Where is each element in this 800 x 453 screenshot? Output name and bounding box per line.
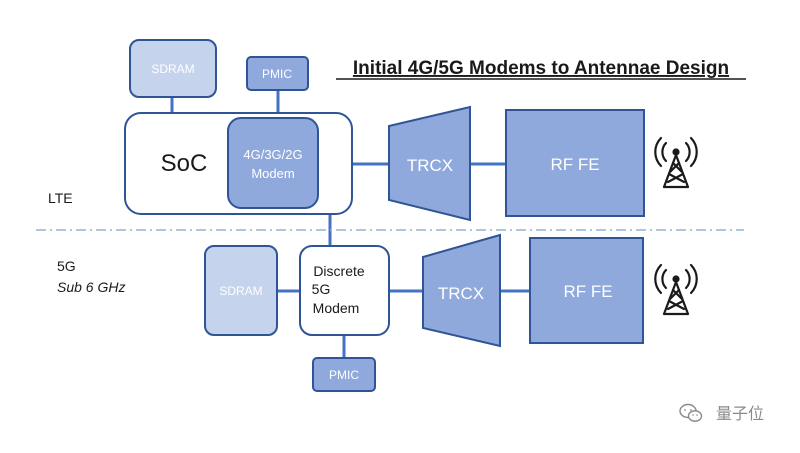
wechat-icon: [679, 403, 703, 422]
antenna-tower-icon: [654, 263, 698, 316]
5g-pmic-box: [312, 357, 376, 392]
5g-sdram-box: [204, 245, 278, 336]
5g-modem-label-2: 5G: [312, 281, 331, 297]
diagram-title: Initial 4G/5G Modems to Antennae Design: [353, 58, 729, 79]
lte-pmic-box: [246, 56, 309, 91]
5g-section-label: 5G: [57, 258, 76, 274]
lte-pmic-label: PMIC: [262, 67, 292, 81]
5g-section-sublabel: Sub 6 GHz: [57, 279, 125, 295]
5g-modem-label-3: Modem: [313, 300, 360, 316]
lte-trcx-shape: [388, 105, 471, 222]
lte-rffe-label: RF FE: [550, 155, 599, 174]
5g-modem-label-1: Discrete: [313, 263, 365, 279]
lte-section-label: LTE: [48, 190, 73, 206]
soc-label: SoC: [161, 150, 208, 177]
5g-rffe-box: [529, 237, 644, 344]
5g-pmic-label: PMIC: [329, 368, 359, 382]
5g-trcx-shape: [422, 233, 501, 348]
lte-rffe-box: [505, 109, 645, 217]
5g-sdram-label: SDRAM: [219, 284, 262, 298]
5g-modem-box: [299, 245, 390, 336]
lte-trcx-label: TRCX: [407, 156, 453, 175]
lte-modem-label-2: Modem: [251, 166, 294, 181]
lte-modem-label-1: 4G/3G/2G: [243, 147, 302, 162]
lte-sdram-box: [129, 39, 217, 98]
5g-trcx-label: TRCX: [438, 284, 484, 303]
watermark-text: 量子位: [716, 404, 764, 423]
antenna-tower-icon: [654, 136, 698, 189]
5g-rffe-label: RF FE: [563, 282, 612, 301]
lte-sdram-label: SDRAM: [151, 62, 194, 76]
lte-modem-box: [227, 117, 319, 209]
